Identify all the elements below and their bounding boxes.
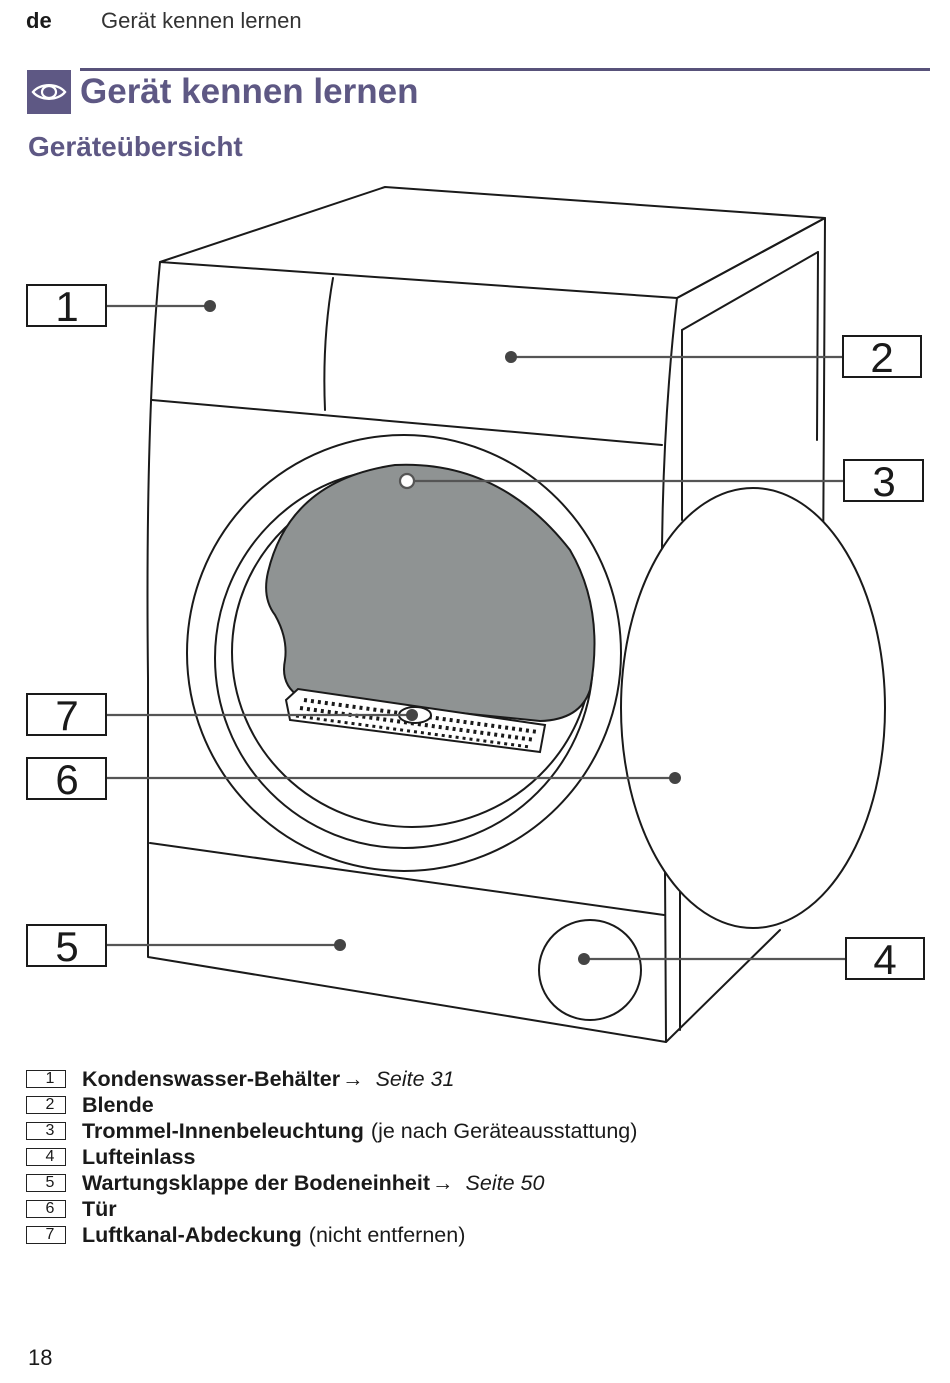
legend-term: Wartungsklappe der Bodeneinheit <box>82 1170 431 1195</box>
callout-number-5: 5 <box>55 923 78 970</box>
air-duct-grille <box>284 687 547 754</box>
callout-box-4 <box>845 937 925 980</box>
legend-term: Trommel-Innenbeleuchtung <box>82 1118 364 1143</box>
open-door <box>620 487 886 929</box>
callout-number-2: 2 <box>870 334 893 381</box>
page-number: 18 <box>28 1345 53 1370</box>
callout-number-3: 3 <box>872 458 895 505</box>
legend-note: (nicht entfernen) <box>308 1222 466 1247</box>
callout-box-7 <box>26 693 107 736</box>
language-code: de <box>26 8 52 33</box>
legend-number-badge: 5 <box>26 1174 66 1192</box>
callout-number-1: 1 <box>55 283 78 330</box>
legend-item: 7 Luftkanal-Abdeckung(nicht entfernen) <box>26 1222 926 1248</box>
reference-arrow: → <box>432 1170 454 1195</box>
legend-number-badge: 6 <box>26 1200 66 1218</box>
reference-arrow: → <box>342 1066 364 1091</box>
callout-box-6 <box>26 757 107 800</box>
callout-dot-2 <box>505 351 517 363</box>
callout-dot-5 <box>334 939 346 951</box>
legend-note: (je nach Geräteausstattung) <box>370 1118 638 1143</box>
page-reference-link[interactable]: Seite 31 <box>375 1066 455 1091</box>
callout-number-4: 4 <box>873 936 896 983</box>
legend-item: 3 Trommel-Innenbeleuchtung(je nach Gerät… <box>26 1118 926 1144</box>
eye-icon <box>27 70 71 114</box>
legend-number-badge: 7 <box>26 1226 66 1244</box>
legend-item: 5 Wartungsklappe der Bodeneinheit→ Seite … <box>26 1170 926 1196</box>
legend-number-badge: 1 <box>26 1070 66 1088</box>
legend-term: Kondenswasser-Behälter <box>82 1066 341 1091</box>
callout-number-7: 7 <box>55 692 78 739</box>
legend-item: 1 Kondenswasser-Behälter→ Seite 31 <box>26 1066 926 1092</box>
callout-dot-3 <box>398 472 416 490</box>
legend-number-badge: 2 <box>26 1096 66 1114</box>
legend-term: Tür <box>82 1196 117 1221</box>
dryer-drawing: 1 2 3 4 5 6 7 <box>26 186 925 1043</box>
legend-term: Luftkanal-Abdeckung <box>82 1222 302 1247</box>
callout-dot-6 <box>669 772 681 784</box>
legend-number-badge: 3 <box>26 1122 66 1140</box>
callout-box-3 <box>843 459 924 502</box>
legend-item: 2 Blende <box>26 1092 926 1118</box>
air-inlet <box>538 919 642 1021</box>
section-rule <box>80 68 930 71</box>
callout-number-6: 6 <box>55 756 78 803</box>
legend-number-badge: 4 <box>26 1148 66 1166</box>
subsection-title: Geräteübersicht <box>28 131 243 162</box>
callout-box-2 <box>842 335 922 378</box>
callout-box-5 <box>26 924 107 967</box>
legend-term: Lufteinlass <box>82 1144 196 1169</box>
page-reference-link[interactable]: Seite 50 <box>465 1170 545 1195</box>
dryer-illustration: 1 2 3 4 5 6 7 <box>0 180 950 1060</box>
callout-dot-4 <box>578 953 590 965</box>
parts-legend: 1 Kondenswasser-Behälter→Seite 31 2 Blen… <box>26 1066 926 1248</box>
callout-dot-7 <box>406 709 418 721</box>
section-title: Gerät kennen lernen <box>80 72 419 111</box>
running-header-title: Gerät kennen lernen <box>101 8 302 33</box>
legend-item: 6 Tür <box>26 1196 926 1222</box>
callout-dot-1 <box>204 300 216 312</box>
drum-interior <box>265 463 596 723</box>
legend-item: 4 Lufteinlass <box>26 1144 926 1170</box>
callout-box-1 <box>26 284 107 327</box>
legend-term: Blende <box>82 1092 154 1117</box>
